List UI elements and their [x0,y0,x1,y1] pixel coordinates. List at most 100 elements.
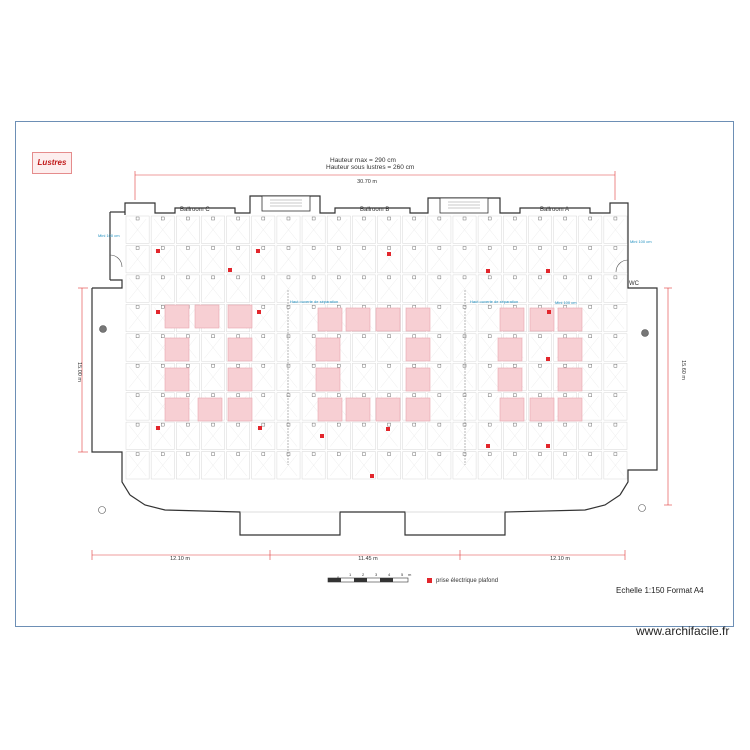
panel-diagonal [153,248,172,271]
ceiling-panel [352,333,376,362]
chandelier-zone [557,397,583,422]
ceiling-panel [125,245,150,274]
ceiling-fixture [487,422,492,427]
ceiling-fixture [186,334,190,338]
ceiling-panel [125,333,150,362]
panel-diagonal [254,277,273,300]
ceiling-fixture [588,422,592,427]
ceiling-panel [276,392,301,421]
ceiling-panel [603,215,628,244]
panel-diagonal [128,366,147,388]
ceiling-panel [452,245,477,274]
ceiling-fixture [487,334,492,338]
ceiling-fixture [588,275,592,280]
panel-diagonal [355,366,373,388]
ceiling-panel [503,215,527,244]
panel-diagonal [506,424,524,447]
panel-diagonal [279,366,298,388]
ceiling-panel [150,215,175,244]
ceiling-fixture [538,364,542,368]
ceiling-fixture [613,364,618,368]
panel-diagonal [153,218,172,241]
panel-diagonal [430,454,449,477]
panel-diagonal [204,277,222,300]
panel-diagonal [304,454,323,477]
panel-diagonal [128,307,147,329]
ceiling-fixture [487,246,492,250]
dim-top: 30.70 m [357,179,377,185]
ceiling-panel [176,274,200,303]
ceiling-fixture [563,334,567,338]
outlet-icon [546,444,550,448]
panel-diagonal [455,366,474,388]
ceiling-fixture [362,275,366,280]
ceiling-fixture [362,216,366,221]
ceiling-panel [352,362,376,391]
ceiling-fixture [588,452,592,456]
ceiling-fixture [337,364,341,368]
panel-diagonal [606,307,625,329]
ceiling-fixture [563,216,567,221]
ceiling-fixture [588,246,592,250]
panel-diagonal [531,454,549,477]
panel-diagonal [128,248,147,271]
chandelier-zone [405,307,431,332]
room-label-b: Ballroom B [360,207,389,213]
ceiling-panel [125,362,150,391]
ceiling-fixture [387,364,391,368]
ceiling-panel [201,274,225,303]
ceiling-panel [226,421,251,450]
ceiling-fixture [286,334,291,338]
chandelier-zone [227,367,253,392]
panel-diagonal [480,336,499,359]
panel-diagonal [179,218,197,241]
ceiling-fixture [311,216,316,221]
ceiling-panel [578,274,603,303]
outlet-icon [370,474,374,478]
ceiling-fixture [412,275,416,280]
ceiling-panel [251,451,276,480]
title-badge: Lustres [32,152,72,174]
ceiling-fixture [311,452,316,456]
ceiling-fixture [362,422,366,427]
ceiling-fixture [236,216,240,221]
ceiling-panel [402,421,427,450]
ceiling-panel [226,215,251,244]
panel-diagonal [606,218,625,241]
chandelier-zone [497,337,523,362]
ceiling-panel [452,304,477,333]
ceiling-fixture [211,216,215,221]
panel-diagonal [153,424,172,447]
ceiling-panel [276,304,301,333]
ceiling-panel [301,451,326,480]
ceiling-fixture [437,246,442,250]
ceiling-panel [352,215,376,244]
ceiling-fixture [462,452,467,456]
ceiling-panel [301,245,326,274]
ceiling-fixture [261,275,266,280]
ceiling-panel [226,245,251,274]
ceiling-fixture [161,334,165,338]
ceiling-panel [352,421,376,450]
panel-diagonal [430,307,449,329]
ceiling-fixture [387,452,391,456]
room-label-c: Ballroom C [180,207,210,213]
chandelier-zone [164,397,190,422]
panel-diagonal [430,277,449,300]
ceiling-fixture [437,422,442,427]
ceiling-panel [402,215,427,244]
panel-diagonal [430,218,449,241]
panel-diagonal [355,454,373,477]
ceiling-panel [276,451,301,480]
panel-diagonal [606,424,625,447]
panel-diagonal [430,395,449,418]
ceiling-fixture [211,275,215,280]
ceiling-panel [201,333,225,362]
ceiling-fixture [337,216,341,221]
panel-diagonal [606,454,625,477]
ceiling-panel [176,451,200,480]
ceiling-panel [301,274,326,303]
panel-diagonal [254,336,273,359]
outlet-icon [258,426,262,430]
top-block-right [439,197,489,214]
